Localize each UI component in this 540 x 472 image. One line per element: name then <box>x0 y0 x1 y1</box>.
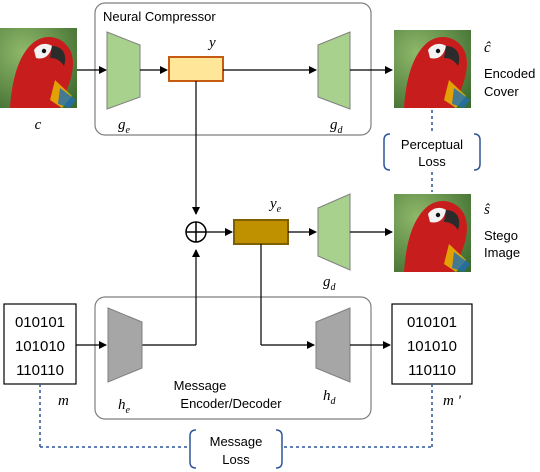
stego-label-line1: Stego <box>484 228 518 243</box>
stego-image <box>394 194 471 272</box>
message-loss-bracket-left <box>189 429 197 469</box>
message-loss-line2: Loss <box>222 452 250 467</box>
message-codec-box <box>94 296 372 420</box>
perceptual-loss-bracket-right <box>473 133 481 171</box>
gd-decoder-block <box>317 31 351 110</box>
message-codec-title-line2: Encoder/Decoder <box>180 396 282 411</box>
latent-ye-block <box>233 219 289 245</box>
message-output-bits-row3: 110110 <box>408 362 456 379</box>
encoded-cover-image <box>394 30 471 108</box>
neural-compressor-box <box>94 2 372 136</box>
ge-encoder-block <box>106 31 141 110</box>
perceptual-loss-line2: Loss <box>418 154 446 169</box>
message-loss-line1: Message <box>210 434 263 449</box>
message-output-bits-row2: 101010 <box>407 338 457 355</box>
perceptual-loss-line1: Perceptual <box>401 137 463 152</box>
neural-compressor-title: Neural Compressor <box>103 9 216 24</box>
message-output-box <box>391 303 473 385</box>
gd-stego-decoder-block <box>317 193 351 271</box>
message-output-label: m ' <box>443 393 462 409</box>
encoded-cover-symbol: ĉ <box>484 40 491 56</box>
latent-y-label: y <box>207 35 216 51</box>
he-label: he <box>118 397 131 416</box>
hd-decoder-block <box>315 307 351 383</box>
message-output-bits-row1: 010101 <box>407 314 457 331</box>
gd-label: gd <box>330 117 344 136</box>
message-loss-bracket-right <box>275 429 283 469</box>
latent-ye-label: ye <box>268 196 282 215</box>
adder-icon <box>185 221 207 243</box>
he-encoder-block <box>107 307 143 383</box>
message-input-bits-row3: 110110 <box>16 362 64 379</box>
message-input-bits-row1: 010101 <box>15 314 65 331</box>
cover-input-label: c <box>35 117 42 133</box>
encoded-cover-label-line2: Cover <box>484 84 519 99</box>
perceptual-loss-bracket-left <box>383 133 391 171</box>
latent-y-block <box>168 56 224 82</box>
message-codec-title-line1: Message <box>174 378 227 393</box>
message-input-box <box>3 303 77 385</box>
ge-label: ge <box>118 117 131 136</box>
encoded-cover-label-line1: Encoded <box>484 66 535 81</box>
hd-label: hd <box>323 388 337 407</box>
stego-label-line2: Image <box>484 245 520 260</box>
message-input-label: m <box>58 393 69 409</box>
stego-symbol: ŝ <box>484 202 490 218</box>
gd-stego-label: gd <box>323 274 337 293</box>
message-input-bits-row2: 101010 <box>15 338 65 355</box>
cover-image <box>0 28 77 108</box>
